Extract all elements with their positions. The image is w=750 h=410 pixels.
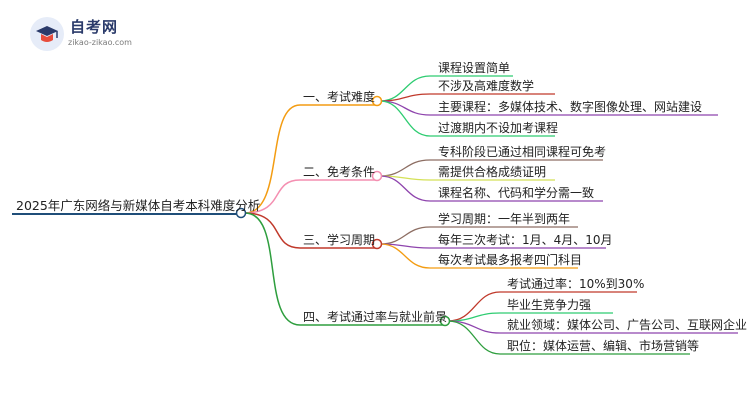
branch-item: 主要课程：多媒体技术、数字图像处理、网站建设	[438, 100, 703, 114]
branch-item: 考试通过率：10%到30%	[507, 277, 645, 291]
branch-item: 每年三次考试：1月、4月、10月	[438, 233, 613, 247]
branch-item: 毕业生竞争力强	[507, 298, 592, 312]
brand-url: zikao-zikao.com	[68, 38, 132, 47]
branch-study-period: 三、学习周期	[303, 233, 376, 247]
branch-item: 每次考试最多报考四门科目	[438, 253, 583, 267]
branch-item: 课程设置简单	[438, 61, 511, 75]
brand-name: 自考网	[70, 18, 119, 36]
branch-item: 学习周期：一年半到两年	[438, 212, 571, 226]
branch-item: 不涉及高难度数学	[438, 79, 535, 93]
branch-item: 职位：媒体运营、编辑、市场营销等	[507, 339, 700, 353]
branch-item: 需提供合格成绩证明	[438, 165, 547, 179]
branch-item: 课程名称、代码和学分需一致	[438, 186, 595, 200]
branch-exemption-conditions: 二、免考条件	[303, 165, 376, 179]
mindmap-root: 2025年广东网络与新媒体自考本科难度分析	[16, 198, 261, 213]
brand-logo: 自考网 zikao-zikao.com	[30, 14, 150, 54]
graduation-cap-icon	[30, 17, 64, 51]
branch-item: 专科阶段已通过相同课程可免考	[438, 145, 607, 159]
branch-item: 过渡期内不设加考课程	[438, 121, 559, 135]
branch-exam-difficulty: 一、考试难度	[303, 90, 376, 104]
branch-item: 就业领域：媒体公司、广告公司、互联网企业	[507, 318, 748, 332]
branch-pass-rate-employment: 四、考试通过率与就业前景	[303, 310, 448, 324]
